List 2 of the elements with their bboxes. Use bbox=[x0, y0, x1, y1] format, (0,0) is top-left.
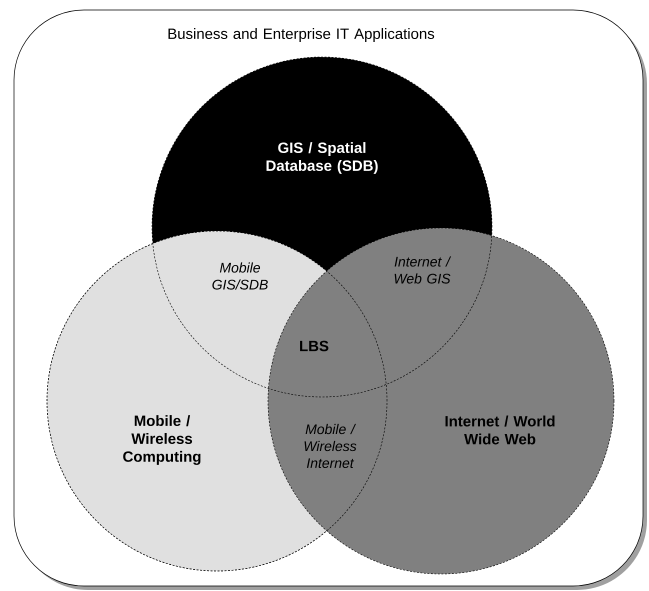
region-label: Mobile / Wireless Internet bbox=[304, 424, 356, 468]
region-label: LBS bbox=[300, 340, 328, 352]
